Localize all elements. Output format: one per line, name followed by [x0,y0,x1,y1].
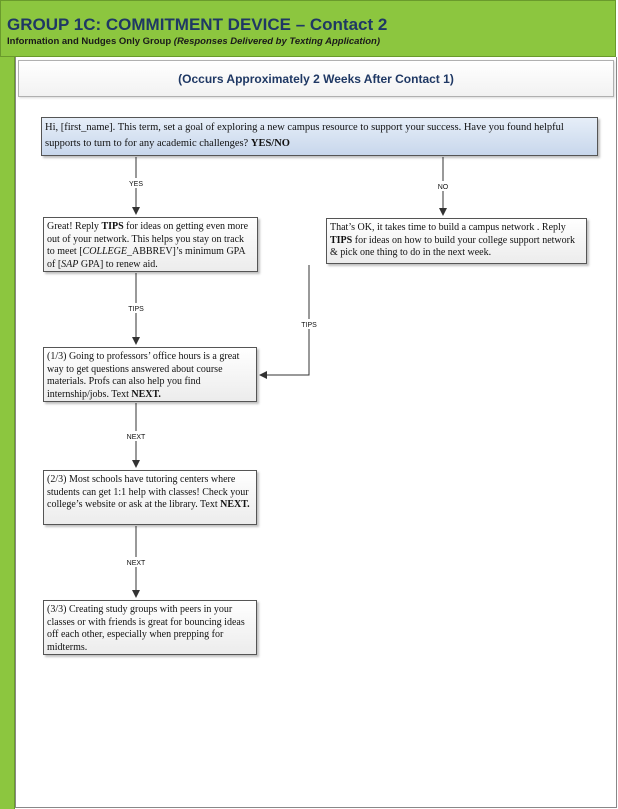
placeholder-sap: SAP [61,258,79,270]
text-run: for ideas on getting even more out of yo… [47,221,249,257]
text-run: That’s OK, it takes time to build a camp… [330,222,566,233]
no-response-box: That’s OK, it takes time to build a camp… [326,218,587,264]
question-box: Hi, [first_name]. This term, set a goal … [41,117,598,156]
content-frame [15,57,617,808]
keyword-next: NEXT. [131,388,161,400]
text-run: _ABBREV]’s minimum GPA of [ [47,246,245,270]
yes-response-box: Great! Reply TIPS for ideas on getting e… [43,217,258,272]
page-header: GROUP 1C: COMMITMENT DEVICE – Contact 2 … [0,0,616,57]
subtitle-italic: (Responses Delivered by Texting Applicat… [173,36,381,47]
subtitle-main: Information and Nudges Only Group [7,36,174,47]
edge-label-tips-right: TIPS [301,322,317,329]
text-run: Great! Reply [47,221,102,232]
edge-label-no: NO [438,184,449,191]
keyword-tips: TIPS [330,234,353,246]
page-subtitle: Information and Nudges Only Group (Respo… [7,36,380,47]
text-run: GPA] to renew aid. [78,258,158,270]
tip-3-box: (3/3) Creating study groups with peers i… [43,600,257,655]
keyword-tips: TIPS [101,221,124,232]
edge-label-next-1: NEXT [127,434,146,441]
edge-tips-right-arrow [259,265,310,379]
page-title: GROUP 1C: COMMITMENT DEVICE – Contact 2 [7,15,388,34]
edge-label-next-2: NEXT [127,560,146,567]
edge-label-yes: YES [129,181,143,188]
question-options: YES/NO [250,138,290,149]
text-run: (2/3) Most schools have tutoring centers… [47,474,249,510]
left-accent-bar [0,57,15,809]
question-text: Hi, [first_name]. This term, set a goal … [45,122,564,149]
timing-banner-text: (Occurs Approximately 2 Weeks After Cont… [178,72,454,86]
text-run: (3/3) Creating study groups with peers i… [47,604,245,653]
timing-banner: (Occurs Approximately 2 Weeks After Cont… [18,60,614,97]
placeholder-college: COLLEGE [82,246,127,257]
text-run: (1/3) Going to professors’ office hours … [47,351,240,400]
tip-1-box: (1/3) Going to professors’ office hours … [43,347,257,402]
keyword-next: NEXT. [220,499,250,510]
text-run: for ideas on how to build your college s… [330,234,575,259]
edge-label-tips-left: TIPS [128,306,144,313]
tip-2-box: (2/3) Most schools have tutoring centers… [43,470,257,525]
